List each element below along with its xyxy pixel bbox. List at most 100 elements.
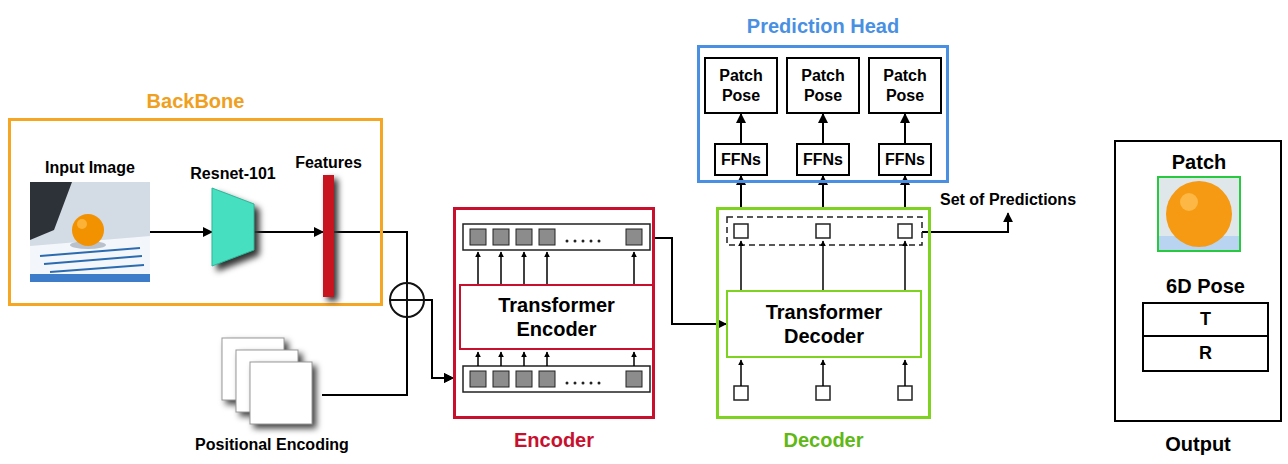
path-shape — [822, 241, 824, 290]
connector-arrow — [254, 231, 323, 233]
path-shape — [523, 252, 525, 284]
patch-pose-box: Patch Pose — [868, 57, 942, 114]
circle-shape — [72, 214, 104, 246]
box-label: R — [1199, 343, 1212, 365]
path-shape — [477, 252, 479, 284]
resnet-trapezoid — [212, 188, 254, 266]
polygon-shape — [212, 188, 254, 266]
sum-plus — [390, 283, 424, 317]
ffn-box: FFNs — [796, 143, 850, 176]
circle-shape — [582, 240, 585, 243]
patch-pose-box: Patch Pose — [704, 57, 778, 114]
path-shape — [633, 352, 635, 366]
sum-circle — [390, 283, 424, 317]
box-label: T — [1200, 309, 1211, 331]
box-heading: Prediction Head — [747, 14, 899, 38]
rect-shape — [1159, 178, 1239, 250]
circle-shape — [566, 382, 569, 385]
rect-shape — [516, 371, 532, 387]
input-image: Input Image — [30, 182, 150, 282]
path-shape — [904, 241, 906, 290]
box-label: FFNs — [721, 150, 761, 169]
photo-illustration — [30, 182, 150, 282]
translation-cell: T — [1144, 304, 1267, 337]
box-label: FFNs — [803, 150, 843, 169]
output-panel: OutputPatch6D PoseTR — [1114, 140, 1282, 422]
connector-arrow — [904, 114, 906, 143]
circle-shape — [574, 382, 577, 385]
connector-arrow — [150, 231, 212, 233]
path-shape — [500, 352, 502, 366]
patch-pose-box: Patch Pose — [786, 57, 860, 114]
patch-image: Patch — [1157, 176, 1241, 252]
path-shape — [904, 360, 906, 386]
polygon-shape — [30, 182, 72, 240]
connector-arrow — [822, 114, 824, 143]
circle-shape — [598, 382, 601, 385]
rect-shape — [470, 229, 486, 245]
transformer-decoder-box: Transformer Decoder — [726, 290, 922, 358]
rect-shape — [323, 175, 334, 297]
rect-shape — [734, 224, 748, 238]
patch-illustration — [1159, 178, 1239, 250]
circle-shape — [1166, 181, 1232, 247]
leader-arrow — [922, 213, 1008, 232]
prediction-head-panel: Prediction HeadPatch PosePatch PosePatch… — [697, 45, 949, 183]
circle-shape — [590, 240, 593, 243]
rect-shape — [493, 371, 509, 387]
path-shape — [546, 252, 548, 284]
circle-shape — [77, 219, 87, 229]
g-shape — [727, 217, 922, 400]
ffn-box: FFNs — [714, 143, 768, 176]
rect-shape — [30, 182, 150, 282]
box-label: Patch Pose — [788, 66, 858, 104]
rect-shape — [30, 274, 150, 282]
feature-bar: Features — [323, 175, 334, 297]
path-shape — [40, 248, 144, 272]
connector-arrow — [740, 114, 742, 143]
box-heading: Output — [1165, 432, 1231, 456]
rect-shape — [626, 371, 642, 387]
rect-shape — [626, 229, 642, 245]
rotation-cell: R — [1144, 337, 1267, 370]
path-shape — [500, 252, 502, 284]
rect-shape — [539, 229, 555, 245]
annotation-label: Set of Predictions — [940, 190, 1076, 209]
circle-shape — [598, 240, 601, 243]
box-heading: Features — [295, 153, 362, 172]
rect-shape — [539, 371, 555, 387]
rect-shape — [734, 386, 748, 400]
encoding-stack — [222, 338, 322, 426]
circle-shape — [1180, 193, 1198, 211]
circle-shape — [590, 382, 593, 385]
rect-shape — [727, 217, 922, 245]
backbone-panel: BackBoneInput ImageResnet-101Features — [8, 118, 383, 306]
path-shape — [633, 252, 635, 284]
connector-arrow — [322, 300, 453, 395]
rect-shape — [493, 229, 509, 245]
resnet-block: Resnet-101 — [212, 188, 254, 266]
rect-shape — [816, 224, 830, 238]
box-heading: Patch — [1172, 150, 1226, 174]
ffn-box: FFNs — [878, 143, 932, 176]
box-heading: Positional Encoding — [195, 435, 349, 454]
rect-shape — [898, 224, 912, 238]
path-shape — [523, 352, 525, 366]
box-heading: Decoder — [783, 428, 863, 452]
box-heading: Resnet-101 — [190, 164, 275, 183]
circle-shape — [582, 382, 585, 385]
box-heading: BackBone — [147, 89, 245, 113]
circle-shape — [566, 240, 569, 243]
rect-shape — [516, 229, 532, 245]
rect-shape — [816, 386, 830, 400]
path-shape — [740, 360, 742, 386]
circle-shape — [574, 240, 577, 243]
pose-table: 6D PoseTR — [1142, 302, 1269, 372]
positional-encoding: Positional Encoding — [222, 338, 322, 426]
path-shape — [546, 352, 548, 366]
decoder-panel: DecoderTransformer Decoder — [716, 207, 931, 419]
path-shape — [477, 352, 479, 366]
path-shape — [740, 241, 742, 290]
path-shape — [822, 360, 824, 386]
